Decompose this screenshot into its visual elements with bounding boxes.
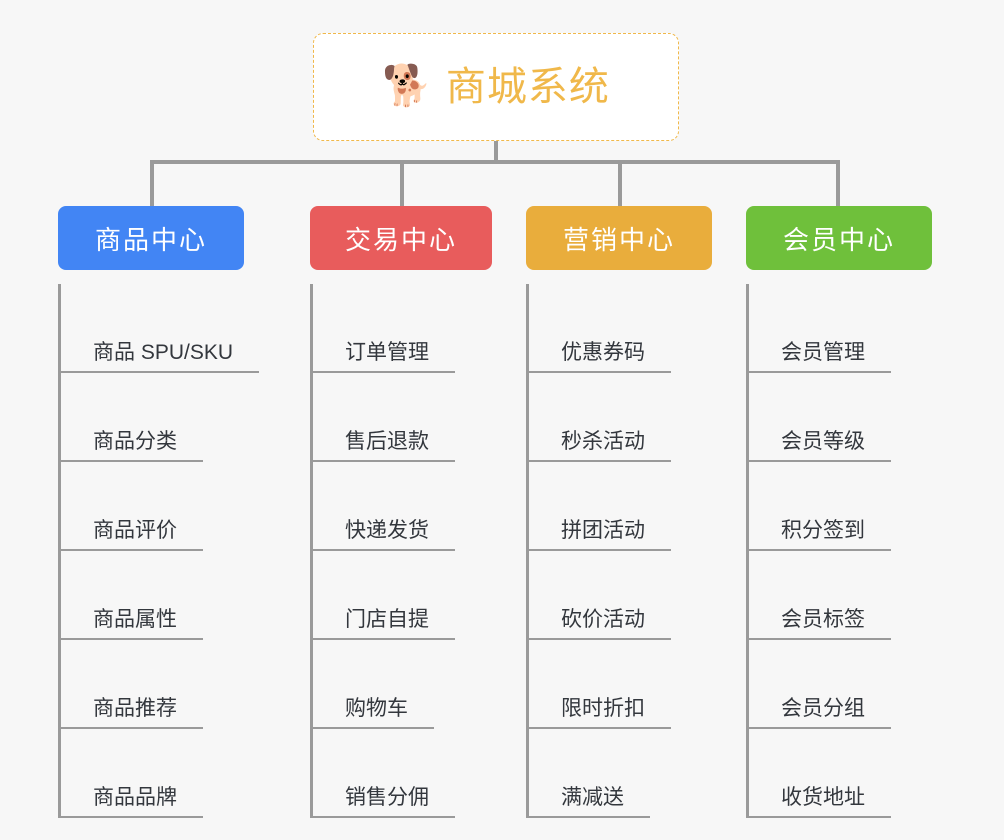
- leaf-list-marketing-center: 优惠券码 秒杀活动 拼团活动 砍价活动 限时折扣 满减送: [526, 284, 712, 818]
- leaf-item-label: 会员标签: [749, 608, 891, 640]
- leaf-item[interactable]: 拼团活动: [529, 462, 712, 551]
- leaf-item[interactable]: 会员等级: [749, 373, 932, 462]
- leaf-item-label: 销售分佣: [313, 786, 455, 818]
- leaf-item-label: 优惠券码: [529, 341, 671, 373]
- root-node-title: 商城系统: [445, 65, 610, 109]
- leaf-item[interactable]: 售后退款: [313, 373, 492, 462]
- branch-header-marketing-center[interactable]: 营销中心: [526, 206, 712, 270]
- leaf-item[interactable]: 砍价活动: [529, 551, 712, 640]
- leaf-item-label: 限时折扣: [529, 697, 671, 729]
- connector-drop-trade-center: [400, 160, 404, 206]
- leaf-item-label: 商品推荐: [61, 697, 203, 729]
- leaf-item[interactable]: 销售分佣: [313, 729, 492, 818]
- leaf-item-label: 商品 SPU/SKU: [61, 341, 260, 373]
- branch-marketing-center: 营销中心 优惠券码 秒杀活动 拼团活动 砍价活动 限时折扣 满减送: [526, 206, 712, 818]
- leaf-item-label: 售后退款: [313, 430, 455, 462]
- leaf-item-label: 积分签到: [749, 519, 891, 551]
- leaf-item-label: 会员管理: [749, 341, 891, 373]
- connector-drop-marketing-center: [618, 160, 622, 206]
- leaf-item-label: 拼团活动: [529, 519, 671, 551]
- leaf-item-label: 商品分类: [61, 430, 203, 462]
- branch-header-member-center[interactable]: 会员中心: [746, 206, 932, 270]
- leaf-item-label: 购物车: [313, 697, 434, 729]
- leaf-item[interactable]: 订单管理: [313, 284, 492, 373]
- leaf-item-label: 门店自提: [313, 608, 455, 640]
- leaf-item[interactable]: 会员管理: [749, 284, 932, 373]
- leaf-item[interactable]: 限时折扣: [529, 640, 712, 729]
- leaf-item[interactable]: 满减送: [529, 729, 712, 818]
- connector-horizontal-bus: [150, 160, 838, 164]
- leaf-item-label: 订单管理: [313, 341, 455, 373]
- leaf-item[interactable]: 收货地址: [749, 729, 932, 818]
- leaf-item-label: 会员等级: [749, 430, 891, 462]
- leaf-item[interactable]: 商品品牌: [61, 729, 244, 818]
- shiba-dog-face-icon: 🐕: [382, 64, 432, 108]
- root-node-shop-system[interactable]: 🐕 商城系统: [313, 33, 679, 141]
- leaf-item[interactable]: 秒杀活动: [529, 373, 712, 462]
- leaf-item[interactable]: 会员标签: [749, 551, 932, 640]
- leaf-item[interactable]: 购物车: [313, 640, 492, 729]
- leaf-item-label: 收货地址: [749, 786, 891, 818]
- leaf-list-member-center: 会员管理 会员等级 积分签到 会员标签 会员分组 收货地址: [746, 284, 932, 818]
- leaf-item[interactable]: 商品属性: [61, 551, 244, 640]
- branch-header-product-center[interactable]: 商品中心: [58, 206, 244, 270]
- leaf-item-label: 秒杀活动: [529, 430, 671, 462]
- leaf-item[interactable]: 商品 SPU/SKU: [61, 284, 260, 373]
- leaf-item-label: 快递发货: [313, 519, 455, 551]
- branch-trade-center: 交易中心 订单管理 售后退款 快递发货 门店自提 购物车 销售分佣: [310, 206, 492, 818]
- connector-drop-product-center: [150, 160, 154, 206]
- leaf-item-label: 会员分组: [749, 697, 891, 729]
- leaf-item[interactable]: 商品推荐: [61, 640, 244, 729]
- leaf-item[interactable]: 会员分组: [749, 640, 932, 729]
- connector-root-stem: [494, 141, 498, 163]
- branch-header-trade-center[interactable]: 交易中心: [310, 206, 492, 270]
- leaf-item[interactable]: 门店自提: [313, 551, 492, 640]
- branch-product-center: 商品中心 商品 SPU/SKU 商品分类 商品评价 商品属性 商品推荐 商品品牌: [58, 206, 260, 818]
- leaf-item[interactable]: 优惠券码: [529, 284, 712, 373]
- leaf-item[interactable]: 商品评价: [61, 462, 244, 551]
- leaf-item[interactable]: 商品分类: [61, 373, 244, 462]
- leaf-item-label: 满减送: [529, 786, 650, 818]
- leaf-list-product-center: 商品 SPU/SKU 商品分类 商品评价 商品属性 商品推荐 商品品牌: [58, 284, 260, 818]
- leaf-item-label: 商品评价: [61, 519, 203, 551]
- leaf-item-label: 商品属性: [61, 608, 203, 640]
- leaf-item[interactable]: 积分签到: [749, 462, 932, 551]
- branch-member-center: 会员中心 会员管理 会员等级 积分签到 会员标签 会员分组 收货地址: [746, 206, 932, 818]
- connector-drop-member-center: [836, 160, 840, 206]
- leaf-item-label: 砍价活动: [529, 608, 671, 640]
- leaf-item[interactable]: 快递发货: [313, 462, 492, 551]
- leaf-item-label: 商品品牌: [61, 786, 203, 818]
- leaf-list-trade-center: 订单管理 售后退款 快递发货 门店自提 购物车 销售分佣: [310, 284, 492, 818]
